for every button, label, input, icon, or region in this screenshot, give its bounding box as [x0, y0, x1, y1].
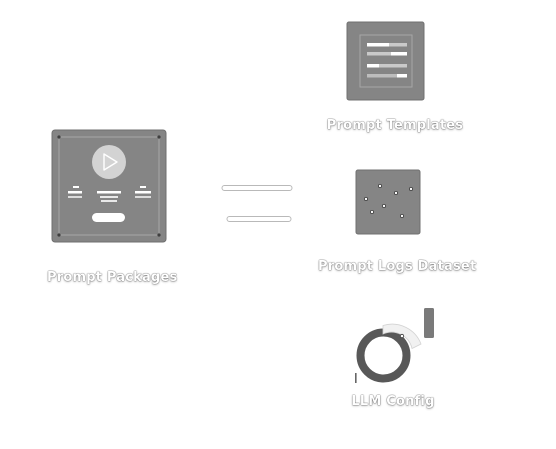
donut-gauge-icon: [355, 308, 434, 383]
equals-icon: [221, 185, 293, 222]
prompt-package-icon: [51, 129, 167, 243]
prompt-templates-label: Prompt Templates: [326, 118, 464, 133]
prompt-logs-dataset-label: Prompt Logs Dataset: [318, 259, 477, 274]
source-label: Prompt Packages: [47, 270, 178, 285]
llm-config-label: LLM Config: [351, 394, 435, 409]
prompt-template-icon: [346, 21, 425, 101]
scatter-dataset-icon: [355, 169, 421, 235]
